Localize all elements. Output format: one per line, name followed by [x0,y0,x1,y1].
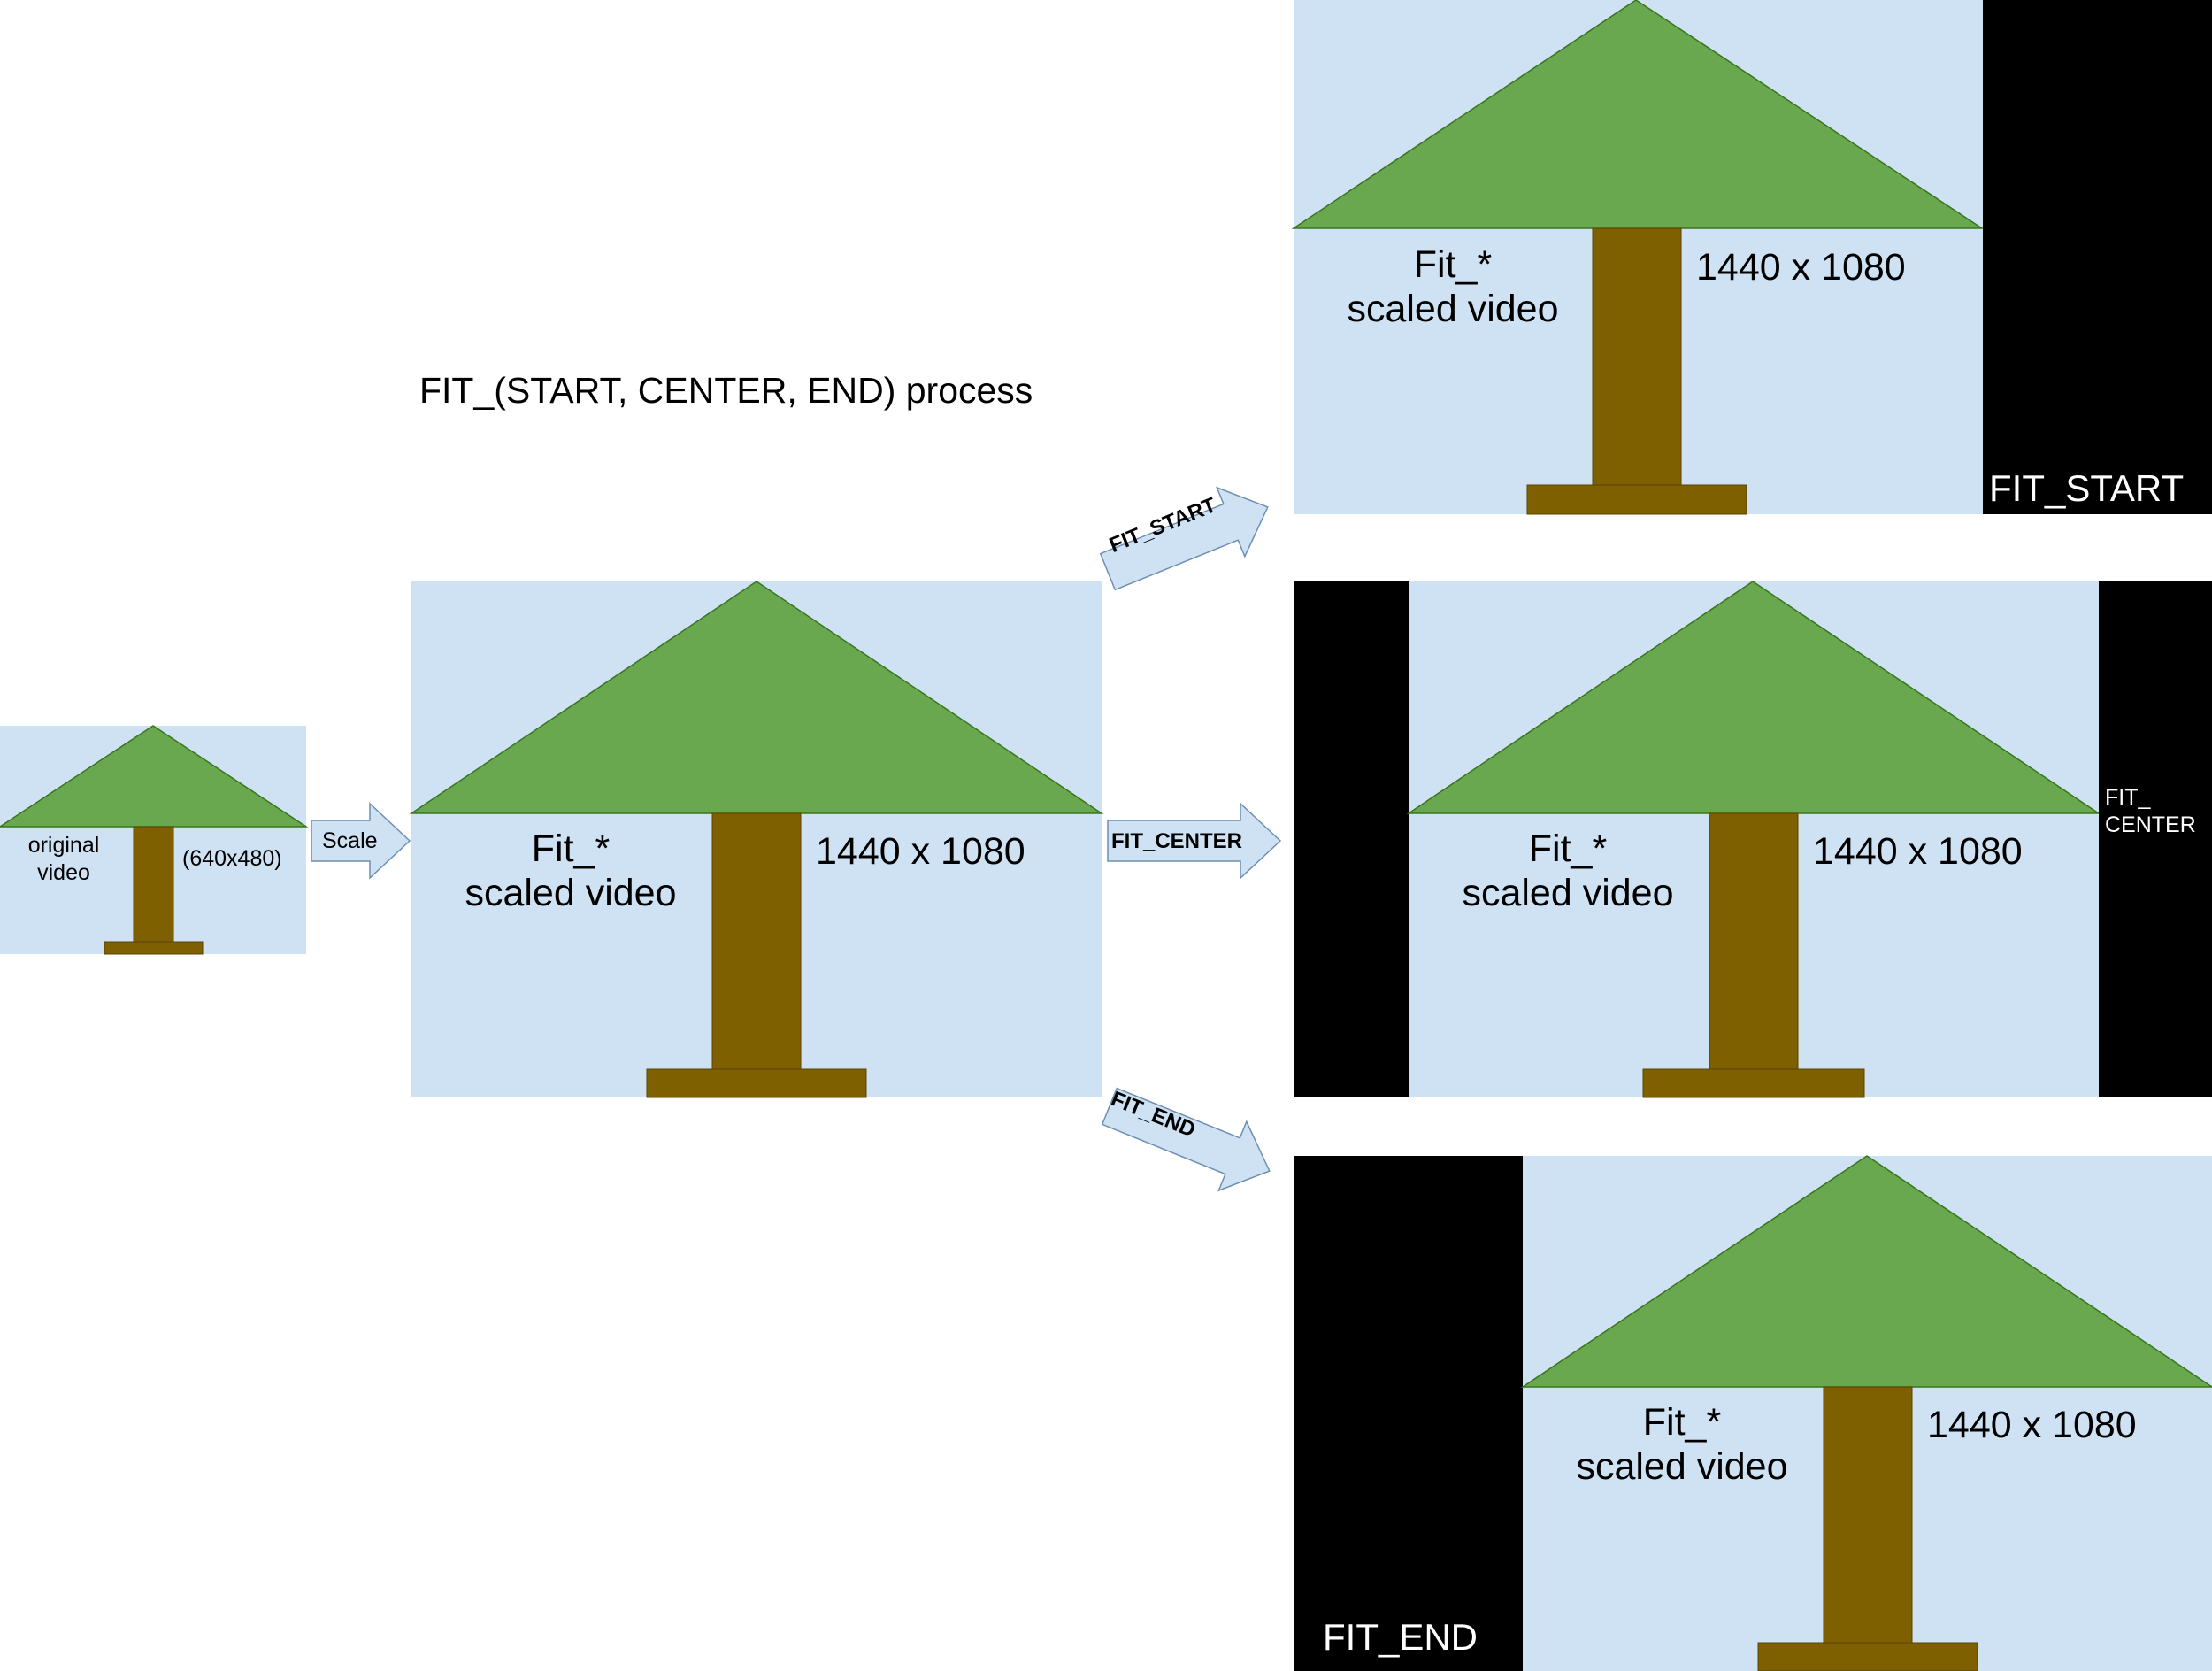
fit-center-arrow-label: FIT_CENTER [1111,829,1243,853]
original-video-label: original video [19,832,108,887]
fit-center-bar-label-line1: FIT_ [2105,785,2151,810]
scaled-tree-base [646,1068,867,1098]
fit-end-tree-base [1757,1642,1978,1671]
original-size-label: (640x480) [182,846,282,871]
fit-start-size-label: 1440 x 1080 [1696,246,1906,289]
fit-start-black-bar [1983,0,2212,514]
fit-end-output [1294,1155,2212,1671]
fit-end-black-bar [1294,1156,1523,1671]
fit-center-output [1294,581,2212,1098]
fit-start-output [1291,0,2212,515]
fit-center-bar-label: FIT_ CENTER [2105,784,2196,839]
fit-start-label-line1: Fit_* [1413,243,1493,286]
fit-end-label-line1: Fit_* [1642,1401,1722,1444]
scaled-tree-trunk [711,812,802,1070]
scale-arrow [311,802,411,880]
scaled-label-line1: Fit_* [531,828,611,870]
fit-end-bar-label: FIT_END [1323,1616,1479,1658]
fit-start-arrow [1099,486,1269,591]
fit-start-label-line2: scaled video [1347,288,1559,330]
fit-center-tree-base [1642,1068,1865,1098]
diagram-title: FIT_(START, CENTER, END) process [419,370,1033,411]
fit-end-size-label: 1440 x 1080 [1927,1404,2137,1446]
scaled-label-line2: scaled video [465,872,677,914]
fit-end-arrow [1101,1087,1271,1192]
fit-center-bar-label-line2: CENTER [2105,812,2196,837]
scaled-size-label: 1440 x 1080 [816,830,1025,873]
fit-end-tree-trunk [1823,1386,1913,1644]
fit-end-video-label: Fit_* scaled video [1558,1400,1806,1489]
fit-center-arrow [1107,802,1282,880]
fit-center-label-line2: scaled video [1462,872,1674,914]
fit-start-tree-base [1526,484,1747,515]
fit-start-tree-trunk [1592,227,1682,486]
original-label-line1: original [27,833,100,858]
original-label-line2: video [37,860,90,885]
fit-center-left-bar [1294,581,1409,1097]
fit-center-video-label: Fit_* scaled video [1444,827,1692,915]
scaled-video-frame [409,581,1104,1098]
fit-center-right-bar [2099,581,2212,1097]
fit-center-tree-trunk [1709,812,1799,1070]
fit-end-label-line2: scaled video [1576,1445,1788,1488]
fit-center-size-label: 1440 x 1080 [1813,830,2023,873]
fit-center-label-line1: Fit_* [1528,828,1608,870]
scaled-video-label: Fit_* scaled video [447,827,695,915]
original-tree-trunk [133,826,174,943]
scale-arrow-label: Scale [322,828,378,853]
fit-start-video-label: Fit_* scaled video [1329,243,1577,331]
original-video-frame [0,725,309,955]
fit-start-bar-label: FIT_START [1989,467,2185,509]
original-tree-base [104,941,204,955]
